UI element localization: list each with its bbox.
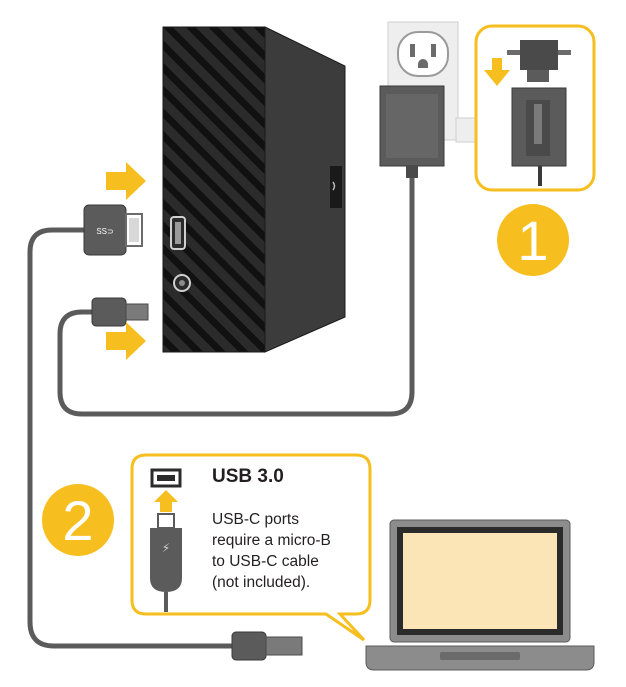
- usb-cable: [27, 227, 237, 649]
- step-1-badge: 1: [497, 204, 569, 276]
- callout-line-4: (not included).: [212, 574, 310, 591]
- power-adapter: [379, 85, 445, 178]
- power-cable: [57, 165, 415, 417]
- step-1-number: 1: [517, 209, 548, 272]
- arrow-right-icon: [106, 322, 146, 360]
- callout-title: USB 3.0: [212, 466, 284, 487]
- callout-line-3: to USB-C cable: [212, 553, 319, 570]
- power-barrel-connector: [91, 297, 149, 327]
- drive-logo-icon: [330, 166, 342, 208]
- svg-text:SS⊃: SS⊃: [96, 227, 113, 236]
- usb-a-connector: [231, 631, 303, 661]
- step-2-number: 2: [62, 489, 93, 552]
- arrow-down-icon: [484, 58, 510, 86]
- callout-line-1: USB-C ports: [212, 511, 299, 528]
- svg-text:⚡: ⚡: [162, 541, 170, 555]
- usb-callout: ⚡ USB 3.0 USB-C ports require a micro-B …: [130, 453, 372, 642]
- arrow-right-icon: [106, 162, 146, 200]
- power-jack: [173, 274, 191, 292]
- external-hard-drive: [162, 26, 346, 353]
- usb-micro-b-connector: SS⊃: [83, 204, 143, 256]
- adapter-detail-panel: [474, 24, 596, 192]
- usb-plug-icon: ⚡: [150, 513, 182, 612]
- step-2-badge: 2: [42, 484, 114, 556]
- laptop-screen: [403, 533, 557, 629]
- callout-line-2: require a micro-B: [212, 532, 331, 549]
- laptop: [365, 519, 595, 671]
- usb-port: [170, 216, 186, 250]
- usb-port-icon: [150, 468, 182, 488]
- arrow-up-icon: [154, 490, 178, 512]
